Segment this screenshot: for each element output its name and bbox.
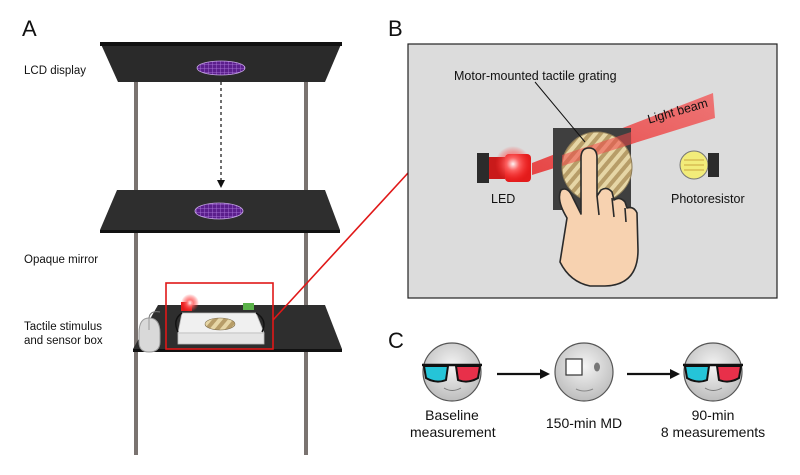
grating-label: Motor-mounted tactile grating — [454, 69, 617, 83]
step-md-label: 150-min MD — [545, 415, 623, 431]
grating-pointer-line — [534, 81, 586, 143]
support-pole-right — [304, 55, 308, 455]
panel-a — [100, 42, 409, 455]
tactile-box-label-line2: and sensor box — [24, 335, 103, 347]
photoresistor-component — [679, 150, 719, 180]
lcd-display-label: LCD display — [24, 65, 86, 77]
panel-b — [407, 43, 778, 299]
eye-patch-icon — [565, 358, 583, 376]
tactile-box-label-line1: Tactile stimulus — [24, 321, 102, 333]
step-baseline-line2: measurement — [410, 424, 496, 440]
face-with-glasses-followup — [683, 342, 743, 402]
sensor-box — [175, 294, 265, 345]
face-with-glasses-baseline — [422, 342, 482, 402]
support-pole-left — [134, 55, 138, 455]
finger-pointing-icon — [558, 147, 639, 287]
reflection-arrow — [217, 82, 225, 188]
box-grating — [204, 317, 236, 331]
computer-mouse-icon — [138, 311, 161, 353]
sequence-arrow-2 — [627, 369, 680, 379]
panel-c — [422, 342, 743, 402]
mirror-grating-image — [194, 202, 244, 220]
callout-line — [272, 172, 409, 321]
anaglyph-glasses-icon — [683, 363, 743, 383]
lcd-grating-image — [196, 60, 246, 76]
panel-b-letter: B — [388, 16, 403, 41]
box-photoresistor — [243, 303, 254, 310]
led-component — [477, 146, 531, 183]
panel-a-letter: A — [22, 16, 37, 41]
photoresistor-label: Photoresistor — [671, 192, 745, 206]
sequence-arrow-1 — [497, 369, 550, 379]
step-baseline-label: Baseline measurement — [410, 407, 496, 441]
step-followup-label: 90-min 8 measurements — [653, 407, 773, 441]
anaglyph-glasses-icon — [422, 363, 482, 383]
step-followup-line1: 90-min — [691, 407, 735, 423]
callout-box — [165, 282, 274, 350]
opaque-mirror-label: Opaque mirror — [24, 254, 99, 266]
panel-c-letter: C — [388, 328, 404, 353]
step-followup-line2: 8 measurements — [660, 424, 766, 440]
opaque-mirror-platform — [100, 190, 340, 233]
face-with-eye-patch — [554, 342, 614, 402]
led-label: LED — [491, 192, 516, 206]
lcd-display-platform — [100, 42, 342, 82]
step-baseline-line1: Baseline — [425, 407, 479, 423]
